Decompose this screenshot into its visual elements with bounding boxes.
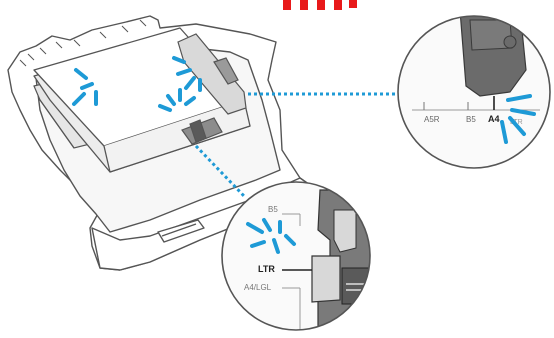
magnifier-callout-right: A5R B5 A4 LTR bbox=[398, 10, 550, 168]
scale-label-a4: A4 bbox=[488, 114, 500, 124]
top-red-mark bbox=[283, 0, 357, 10]
scale-label-ltr: LTR bbox=[258, 264, 275, 274]
scale-label-b5-bottom: B5 bbox=[268, 205, 278, 214]
scale-label-b5: B5 bbox=[466, 115, 476, 124]
magnifier-callout-bottom: B5 LTR A4/LGL bbox=[222, 182, 370, 330]
scale-label-a4lgl: A4/LGL bbox=[244, 283, 272, 292]
scale-label-a5r: A5R bbox=[424, 115, 440, 124]
